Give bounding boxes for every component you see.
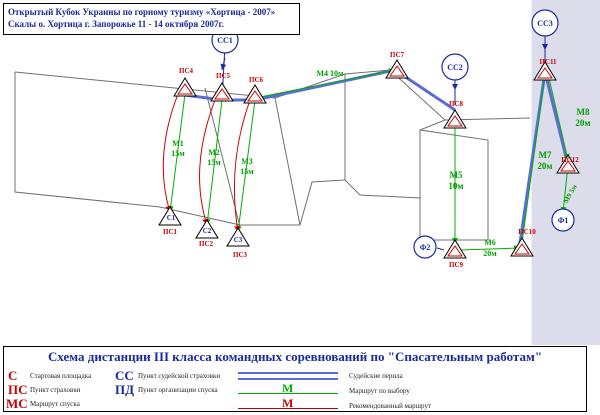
m1-name: М1 <box>172 139 184 148</box>
legend-judge-text: Судейские перила <box>349 372 403 380</box>
ps11-label: ПС11 <box>539 58 557 66</box>
ps2-label: ПС2 <box>199 240 214 248</box>
ps8-marker <box>443 109 467 129</box>
m7-name: М7 <box>539 150 552 160</box>
m3-name: М3 <box>241 157 253 166</box>
legend-c-code: С <box>8 368 18 383</box>
ps3-marker <box>226 227 250 247</box>
ps4-marker <box>173 77 197 97</box>
ps7-marker <box>385 59 409 79</box>
legend-mc-code: МС <box>6 396 28 411</box>
f1-marker <box>551 208 575 232</box>
m7-length: 20м <box>537 161 552 171</box>
legend-choice-text: Маршрут по выбору <box>349 387 410 395</box>
ps1-marker <box>158 206 182 226</box>
m2-name: М2 <box>208 148 220 157</box>
legend-judge-rail-sample <box>238 372 338 380</box>
legend-recommended-text: Рекомендованный маршрут <box>349 402 432 410</box>
cc3-marker <box>531 9 559 37</box>
m6-name: М6 <box>484 238 496 247</box>
legend-pd-code: ПД <box>115 382 135 397</box>
ps4-label: ПС4 <box>179 67 194 75</box>
m5-name: М5 <box>450 170 463 180</box>
ps9-marker <box>443 239 467 259</box>
ps7-label: ПС7 <box>390 51 405 59</box>
m1-length: 15м <box>171 149 185 158</box>
legend-c-text: Стартовая площадка <box>30 372 92 380</box>
legend-choice-line <box>238 393 338 394</box>
m8-name: М8 <box>577 107 590 117</box>
ps12-label: ПС12 <box>561 156 579 164</box>
cc2-marker <box>441 53 469 81</box>
legend-recommended-line <box>238 408 338 409</box>
header-line1: Открытый Кубок Украины по горному туризм… <box>8 7 276 17</box>
legend-ps-code: ПС <box>8 382 28 397</box>
ps6-label: ПС6 <box>249 76 264 84</box>
f2-marker <box>413 235 437 259</box>
c2-label: С2 <box>203 227 212 235</box>
m6-length: 20м <box>483 249 497 258</box>
legend-pd-text: Пункт организации спуска <box>138 386 218 394</box>
legend-cc-text: Пункт судейской страховки <box>138 372 221 380</box>
ps10-label: ПС10 <box>518 228 536 236</box>
f2-label: Ф2 <box>420 243 431 252</box>
ps8-label: ПС8 <box>449 100 464 108</box>
legend-mc-text: Маршрут спуска <box>30 400 80 408</box>
cc1-label: СС1 <box>217 36 233 45</box>
ps1-label: ПС1 <box>163 228 178 236</box>
ps6-marker <box>243 84 267 104</box>
ps5-label: ПС5 <box>216 72 231 80</box>
m4-label: М4 10м <box>317 69 345 78</box>
legend-ps-text: Пункт страховки <box>30 386 81 394</box>
ps2-marker <box>195 219 219 239</box>
legend-choice-code: М <box>282 381 294 395</box>
legend-recommended-code: М <box>282 396 294 410</box>
ps10-marker <box>510 237 534 257</box>
f1-label: Ф1 <box>558 216 569 225</box>
m5-length: 10м <box>448 181 463 191</box>
legend-cc-code: СС <box>115 368 134 383</box>
m8-length: 20м <box>575 118 590 128</box>
m3-length: 15м <box>240 167 254 176</box>
legend-title: Схема дистанции III класса командных сор… <box>47 349 543 364</box>
c1-label: С1 <box>167 214 176 222</box>
m2-length: 15м <box>207 158 221 167</box>
ps3-label: ПС3 <box>233 251 248 259</box>
ps9-label: ПС9 <box>449 261 464 269</box>
c3-label: С3 <box>234 236 243 244</box>
cc2-label: СС2 <box>447 63 463 72</box>
cc3-label: СС3 <box>537 19 553 28</box>
red-routes <box>162 93 251 233</box>
green-stages <box>167 68 570 252</box>
legend-box: Схема дистанции III класса командных сор… <box>3 346 587 412</box>
header-box: Открытый Кубок Украины по горному туризм… <box>3 3 300 35</box>
header-line2: Скалы о. Хортица г. Запорожье 11 - 14 ок… <box>8 19 224 29</box>
